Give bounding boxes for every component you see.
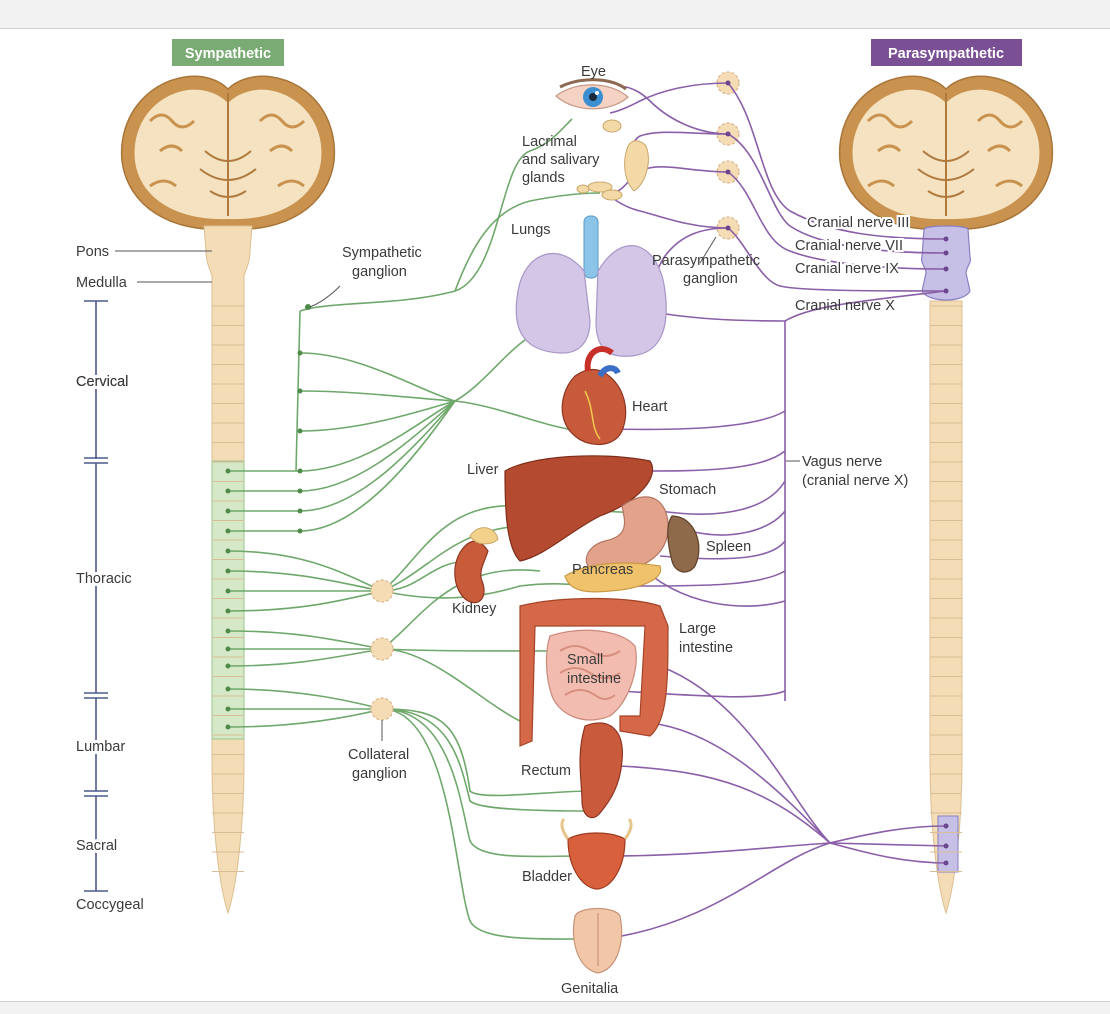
synapse-dot [725, 80, 731, 86]
sympathetic-header-bg [172, 39, 284, 66]
synapse-dot [225, 588, 231, 594]
bladder-label: Bladder [522, 869, 572, 885]
right-spinal-cord [921, 225, 971, 915]
lumbar-label: Lumbar [76, 739, 125, 755]
cranial-nerve-iii-label: Cranial nerve III [807, 215, 909, 231]
collateral-ganglion-label-1: Collateral [348, 747, 409, 763]
synapse-dot [725, 131, 731, 137]
parasympathetic-ganglion-label-2: ganglion [683, 271, 738, 287]
synapse-dot [297, 528, 303, 534]
pancreas-organ [564, 562, 662, 593]
coccygeal-label: Coccygeal [76, 897, 144, 913]
lungs-organ [515, 215, 667, 357]
spleen-label: Spleen [706, 539, 751, 555]
synapse-dot [943, 266, 949, 272]
synapse-dot [225, 686, 231, 692]
synapse-dot [943, 860, 949, 866]
vagus-nerve-label-2: (cranial nerve X) [802, 473, 908, 489]
cervical-label: Cervical [76, 374, 128, 390]
small-intestine-label-2: intestine [567, 671, 621, 687]
annotation-leaders [309, 236, 800, 741]
synapse-dot [297, 508, 303, 514]
rectum-label: Rectum [521, 763, 571, 779]
cranial-nerve-ix-label: Cranial nerve IX [795, 261, 899, 277]
synapse-dot [297, 468, 303, 474]
synapse-dot [943, 843, 949, 849]
pancreas-label: Pancreas [572, 562, 633, 578]
synapse-dot [225, 646, 231, 652]
lacrimal-salivary-glands [576, 119, 649, 201]
synapse-dot [943, 288, 949, 294]
synapse-dot [225, 488, 231, 494]
autonomic-nervous-system-diagram: Sympathetic Parasympathetic Pons [73, 39, 1054, 997]
sacral-label: Sacral [76, 838, 117, 854]
collateral-ganglia [370, 579, 394, 721]
left-brain [120, 75, 336, 231]
stomach-label: Stomach [659, 482, 716, 498]
large-intestine-label-1: Large [679, 621, 716, 637]
genitalia-label: Genitalia [561, 981, 619, 997]
heart-organ [561, 346, 627, 445]
synapse-dot [297, 388, 303, 394]
small-intestine-label-1: Small [567, 652, 603, 668]
brainstem-leader-lines [115, 250, 212, 283]
vagus-nerve-label-1: Vagus nerve [802, 454, 882, 470]
medulla-label: Medulla [76, 275, 128, 291]
synapse-dot [225, 468, 231, 474]
spinal-region-brackets [84, 300, 108, 892]
large-intestine-label-2: intestine [679, 640, 733, 656]
sympathetic-ganglion-label-2: ganglion [352, 264, 407, 280]
eye-label: Eye [581, 64, 606, 80]
cranial-nerve-vii-label: Cranial nerve VII [795, 238, 903, 254]
synapse-dot [943, 250, 949, 256]
sympathetic-ganglion-label-1: Sympathetic [342, 245, 422, 261]
pons-label: Pons [76, 244, 109, 260]
synapse-dot [225, 568, 231, 574]
thoracic-segment-band [211, 460, 245, 740]
synapse-dot [725, 225, 731, 231]
synapse-dot [297, 428, 303, 434]
parasympathetic-ganglion-label-1: Parasympathetic [652, 253, 760, 269]
synapse-dot [225, 663, 231, 669]
liver-organ [504, 455, 654, 562]
parasympathetic-header-bg [871, 39, 1022, 66]
intestines-organ [519, 597, 669, 747]
synapse-dot [943, 823, 949, 829]
synapse-dot [225, 608, 231, 614]
synapse-dot [225, 548, 231, 554]
sympathetic-header: Sympathetic [185, 46, 271, 62]
synapse-dot [297, 488, 303, 494]
eye-organ [555, 78, 629, 110]
synapse-dot [225, 508, 231, 514]
genitalia-organ [572, 907, 623, 974]
synapse-dot [225, 706, 231, 712]
synapse-dot [297, 350, 303, 356]
lungs-label: Lungs [511, 222, 551, 238]
thoracic-label: Thoracic [76, 571, 132, 587]
liver-label: Liver [467, 462, 499, 478]
synapse-dot [725, 169, 731, 175]
diagram-frame: Sympathetic Parasympathetic Pons [0, 28, 1110, 1002]
sympathetic-chain-ganglion [305, 304, 311, 310]
lacrimal-label-2: and salivary [522, 152, 600, 168]
synapse-dot [225, 724, 231, 730]
lacrimal-label-1: Lacrimal [522, 134, 577, 150]
rectum-organ [579, 722, 623, 819]
lacrimal-label-3: glands [522, 170, 565, 186]
cranial-nerve-x-label: Cranial nerve X [795, 298, 895, 314]
synapse-dot [943, 236, 949, 242]
right-brain [838, 75, 1054, 231]
bladder-organ [560, 817, 633, 890]
spleen-organ [667, 515, 700, 573]
sympathetic-pathways [227, 118, 641, 940]
parasympathetic-ganglia [716, 71, 740, 240]
collateral-ganglion-label-2: ganglion [352, 766, 407, 782]
kidney-label: Kidney [452, 601, 497, 617]
kidney-organ [454, 527, 499, 604]
heart-label: Heart [632, 399, 667, 415]
cervical-label-text: Cervical [76, 374, 128, 390]
synapse-dot [225, 628, 231, 634]
parasympathetic-header: Parasympathetic [888, 46, 1004, 62]
synapse-dot [225, 528, 231, 534]
